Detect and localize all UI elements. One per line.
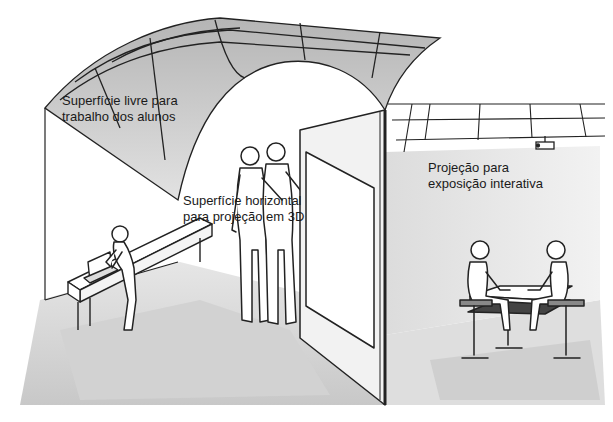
tiled-ceiling [392, 118, 605, 120]
projection-panel [380, 112, 381, 400]
vaulted-ceiling [215, 20, 245, 78]
meeting-table [460, 241, 584, 358]
meeting-table [462, 306, 488, 358]
projector [536, 142, 554, 149]
left-wall [44, 108, 45, 300]
left-wall [45, 108, 178, 300]
tiled-ceiling [425, 104, 586, 140]
projection-panel [384, 110, 387, 405]
projector [536, 136, 554, 149]
student-figure [112, 226, 128, 242]
meeting-table [548, 300, 584, 306]
vaulted-ceiling [60, 42, 410, 100]
student-figure [106, 226, 136, 330]
meeting-table [471, 241, 489, 259]
standing-figures [267, 143, 285, 161]
tiled-ceiling [404, 104, 412, 152]
student-figure [113, 242, 136, 330]
meeting-table [554, 306, 580, 358]
projector [544, 136, 545, 142]
work-desk [84, 266, 118, 283]
work-desk [68, 218, 212, 290]
meeting-table [547, 241, 565, 259]
student-figure [106, 250, 122, 268]
projection-panel [300, 110, 385, 405]
floor [430, 340, 600, 400]
tiled-ceiling [388, 104, 605, 152]
annotation-label: Superfície livre para trabalho dos aluno… [62, 93, 202, 125]
projector [537, 144, 540, 147]
standing-figures [241, 147, 259, 165]
work-desk [68, 282, 80, 302]
right-wall [385, 146, 600, 335]
tiled-ceiling [396, 136, 605, 140]
meeting-table [486, 272, 510, 290]
work-desk [80, 224, 212, 302]
vaulted-ceiling [372, 32, 380, 78]
work-desk [68, 218, 212, 330]
right-wall [385, 146, 600, 335]
projection-panel [306, 152, 374, 348]
work-desk [78, 238, 200, 330]
annotation-label: Projeção para exposição interativa [428, 160, 563, 192]
vaulted-ceiling [300, 23, 305, 60]
meeting-table [530, 262, 568, 330]
meeting-table [528, 272, 552, 290]
vaulted-ceiling [75, 30, 425, 82]
annotation-label: Superfície horizontal para projeção em 3… [183, 193, 323, 225]
standing-figures [263, 164, 296, 324]
meeting-table [460, 300, 492, 306]
vaulted-ceiling [112, 28, 240, 62]
tiled-ceiling [388, 103, 605, 104]
projection-panel [300, 110, 385, 405]
